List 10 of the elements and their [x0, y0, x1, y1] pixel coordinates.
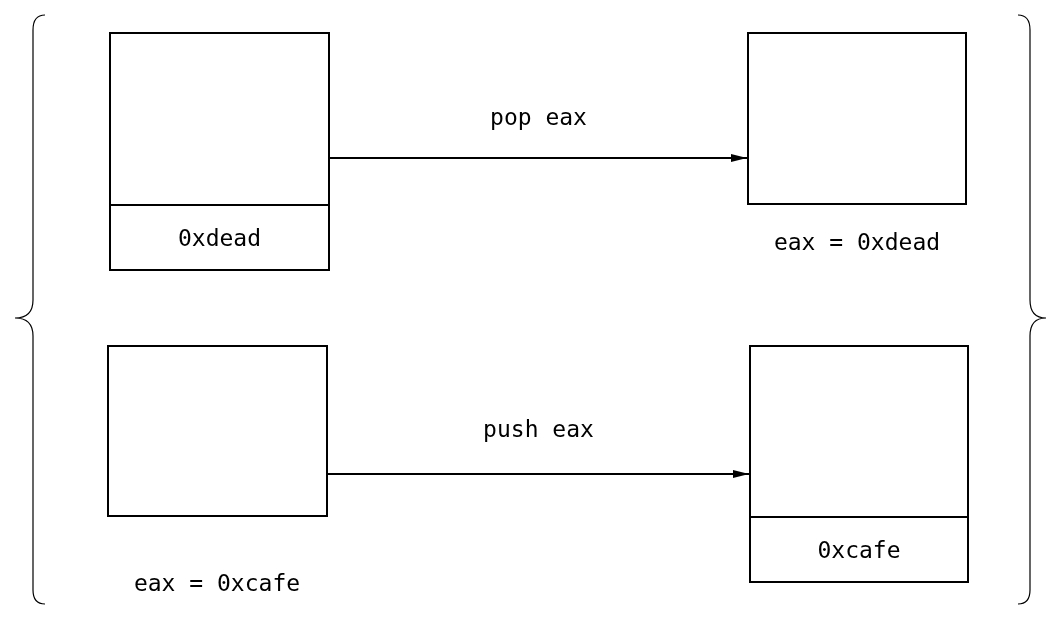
- stack-box: [747, 32, 967, 205]
- register-value: eax = 0xdead: [773, 229, 941, 255]
- register-value: eax = 0xcafe: [133, 570, 301, 596]
- arrow: [327, 470, 750, 478]
- edge-label: pop eax: [490, 104, 587, 130]
- stack-box: [749, 345, 969, 583]
- stack-box: [107, 345, 328, 517]
- edge-label: push eax: [483, 416, 594, 442]
- stack-box: [109, 32, 330, 271]
- arrow: [329, 154, 748, 162]
